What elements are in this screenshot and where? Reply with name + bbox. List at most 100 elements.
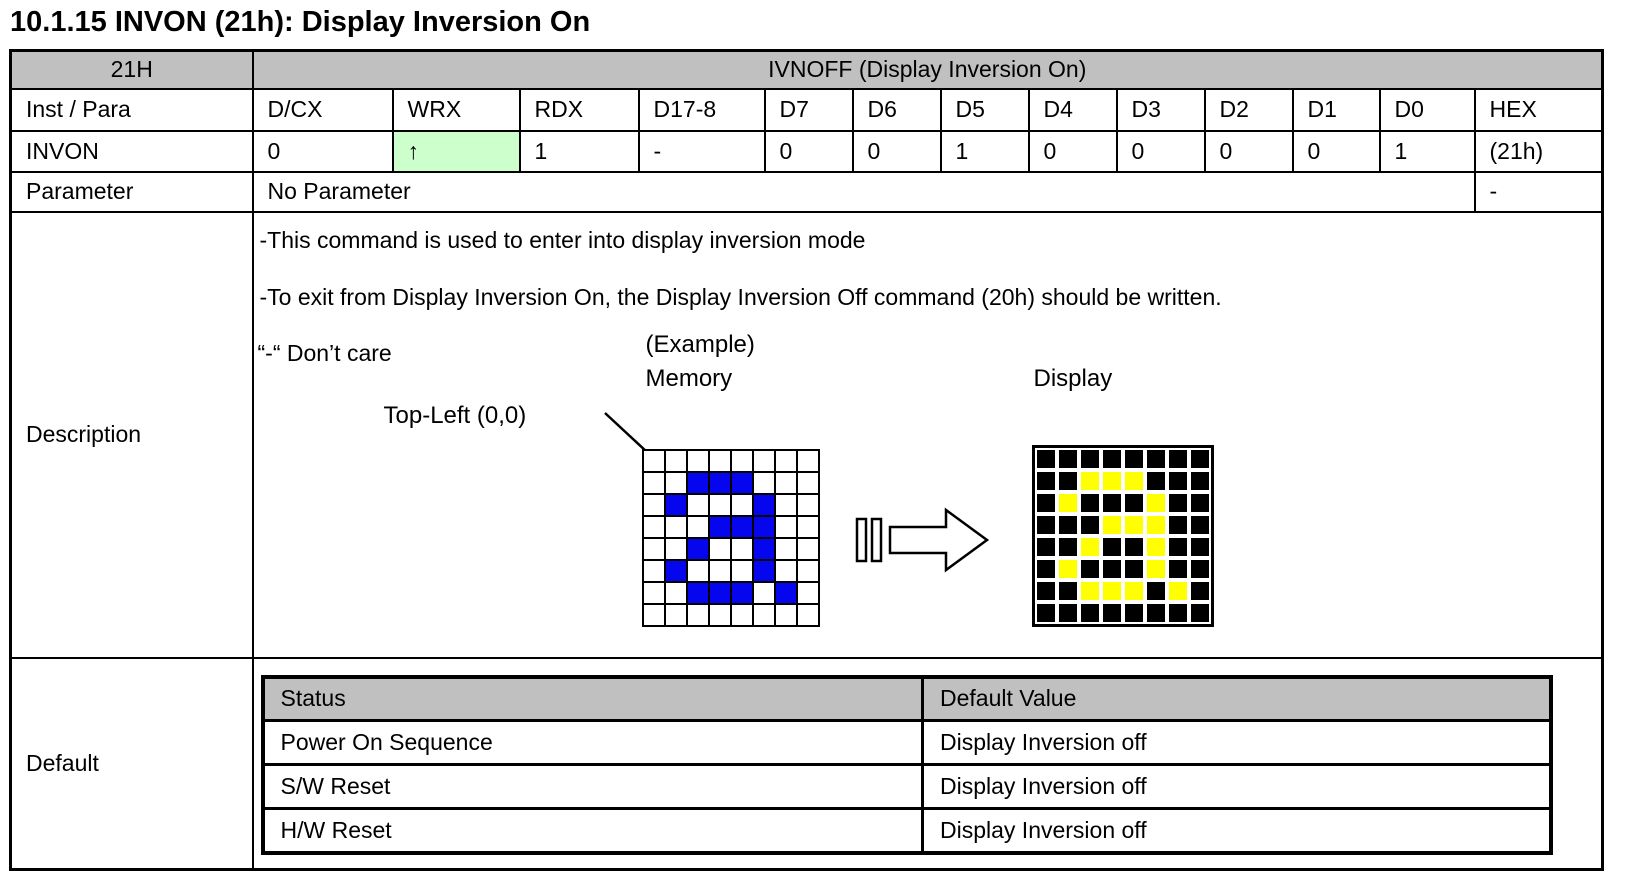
- invon-row: INVON 0 ↑ 1 - 0 0 1 0 0 0 0 1 (21h): [9, 129, 1604, 173]
- memory-pixel-cell: [797, 538, 820, 561]
- memory-pixel-cell: [643, 450, 666, 473]
- invon-bit-d5: 1: [939, 129, 1030, 173]
- memory-pixel-cell: [643, 538, 666, 561]
- display-pixel-cell: [1168, 603, 1187, 622]
- default-table-header-row: Status Default Value: [261, 675, 1552, 722]
- memory-pixel-cell: [731, 560, 754, 583]
- value-cell: Display Inversion off: [921, 763, 1552, 810]
- display-pixel-cell: [1080, 581, 1099, 600]
- memory-pixel-cell: [775, 560, 798, 583]
- memory-pixel-cell: [797, 582, 820, 605]
- display-pixel-cell: [1146, 493, 1165, 512]
- default-value-header-cell: Default Value: [921, 675, 1552, 722]
- header-d0: D0: [1378, 87, 1476, 132]
- memory-pixel-cell: [643, 582, 666, 605]
- memory-pixel-cell: [753, 516, 776, 539]
- memory-pixel-cell: [775, 494, 798, 517]
- memory-pixel-cell: [731, 516, 754, 539]
- transform-arrow-icon: [855, 507, 989, 572]
- display-pixel-cell: [1190, 449, 1209, 468]
- display-pixel-cell: [1190, 537, 1209, 556]
- display-pixel-cell: [1168, 537, 1187, 556]
- display-pixel-cell: [1080, 449, 1099, 468]
- default-label-cell: Default: [9, 656, 254, 871]
- display-pixel-cell: [1058, 559, 1077, 578]
- invon-bit-d2: 0: [1203, 129, 1294, 173]
- header-inst-para: Inst / Para: [9, 87, 254, 132]
- display-pixel-cell: [1036, 581, 1055, 600]
- display-pixel-cell: [1058, 449, 1077, 468]
- display-pixel-cell: [1124, 537, 1143, 556]
- memory-pixel-cell: [797, 604, 820, 627]
- parameter-row: Parameter No Parameter -: [9, 170, 1604, 213]
- display-pixel-cell: [1102, 581, 1121, 600]
- header-rdx: RDX: [518, 87, 640, 132]
- display-pixel-cell: [1058, 537, 1077, 556]
- top-left-origin-label: Top-Left (0,0): [383, 401, 527, 429]
- memory-pixel-cell: [687, 604, 710, 627]
- description-line-2: -To exit from Display Inversion On, the …: [259, 283, 1222, 310]
- default-table-row-sw-reset: S/W Reset Display Inversion off: [261, 763, 1552, 810]
- signal-header-row: Inst / Para D/CX WRX RDX D17-8 D7 D6 D5 …: [9, 87, 1604, 132]
- memory-pixel-cell: [687, 450, 710, 473]
- header-d3: D3: [1115, 87, 1206, 132]
- example-label: (Example): [645, 330, 755, 358]
- invon-hex-cell: (21h): [1473, 129, 1604, 173]
- command-name-cell: IVNOFF (Display Inversion On): [251, 49, 1604, 90]
- command-table: 21H IVNOFF (Display Inversion On) Inst /…: [9, 49, 1604, 871]
- status-cell: S/W Reset: [261, 763, 924, 810]
- invon-bit-d4: 0: [1027, 129, 1118, 173]
- header-wrx: WRX: [391, 87, 521, 132]
- memory-pixel-cell: [687, 560, 710, 583]
- description-label-cell: Description: [9, 210, 254, 659]
- display-pixel-cell: [1146, 559, 1165, 578]
- memory-pixel-cell: [797, 450, 820, 473]
- header-d5: D5: [939, 87, 1030, 132]
- status-cell: Power On Sequence: [261, 719, 924, 766]
- memory-pixel-cell: [665, 472, 688, 495]
- display-pixel-cell: [1036, 603, 1055, 622]
- header-d6: D6: [851, 87, 942, 132]
- memory-label: Memory: [645, 364, 733, 392]
- display-pixel-cell: [1168, 493, 1187, 512]
- invon-bit-d7: 0: [763, 129, 854, 173]
- display-pixel-cell: [1080, 493, 1099, 512]
- display-pixel-cell: [1080, 559, 1099, 578]
- display-pixel-cell: [1190, 603, 1209, 622]
- display-pixel-cell: [1058, 493, 1077, 512]
- invon-d17-8-cell: -: [637, 129, 766, 173]
- memory-pixel-cell: [753, 450, 776, 473]
- memory-pixel-cell: [687, 472, 710, 495]
- memory-pixel-cell: [687, 582, 710, 605]
- command-code-cell: 21H: [9, 49, 254, 90]
- memory-pixel-cell: [731, 604, 754, 627]
- memory-pixel-cell: [731, 494, 754, 517]
- display-pixel-cell: [1190, 515, 1209, 534]
- display-pixel-cell: [1168, 449, 1187, 468]
- description-line-1: -This command is used to enter into disp…: [259, 226, 866, 253]
- memory-pixel-cell: [731, 582, 754, 605]
- memory-pixel-cell: [775, 538, 798, 561]
- default-table-row-power-on: Power On Sequence Display Inversion off: [261, 719, 1552, 766]
- display-pixel-cell: [1036, 537, 1055, 556]
- display-pixel-cell: [1190, 493, 1209, 512]
- header-d2: D2: [1203, 87, 1294, 132]
- display-pixel-cell: [1080, 515, 1099, 534]
- display-pixel-cell: [1058, 515, 1077, 534]
- display-pixel-cell: [1058, 581, 1077, 600]
- display-pixel-cell: [1102, 471, 1121, 490]
- memory-pixel-cell: [643, 494, 666, 517]
- memory-pixel-cell: [753, 538, 776, 561]
- memory-pixel-cell: [731, 472, 754, 495]
- header-dcx: D/CX: [251, 87, 394, 132]
- description-content-cell: -This command is used to enter into disp…: [251, 210, 1604, 659]
- display-pixel-cell: [1102, 537, 1121, 556]
- memory-pixel-cell: [665, 516, 688, 539]
- description-row: Description -This command is used to ent…: [9, 210, 1604, 659]
- parameter-hex-cell: -: [1473, 170, 1604, 213]
- memory-pixel-grid: [641, 448, 820, 627]
- display-pixel-cell: [1168, 559, 1187, 578]
- display-pixel-cell: [1190, 471, 1209, 490]
- memory-pixel-cell: [665, 582, 688, 605]
- invon-bit-d3: 0: [1115, 129, 1206, 173]
